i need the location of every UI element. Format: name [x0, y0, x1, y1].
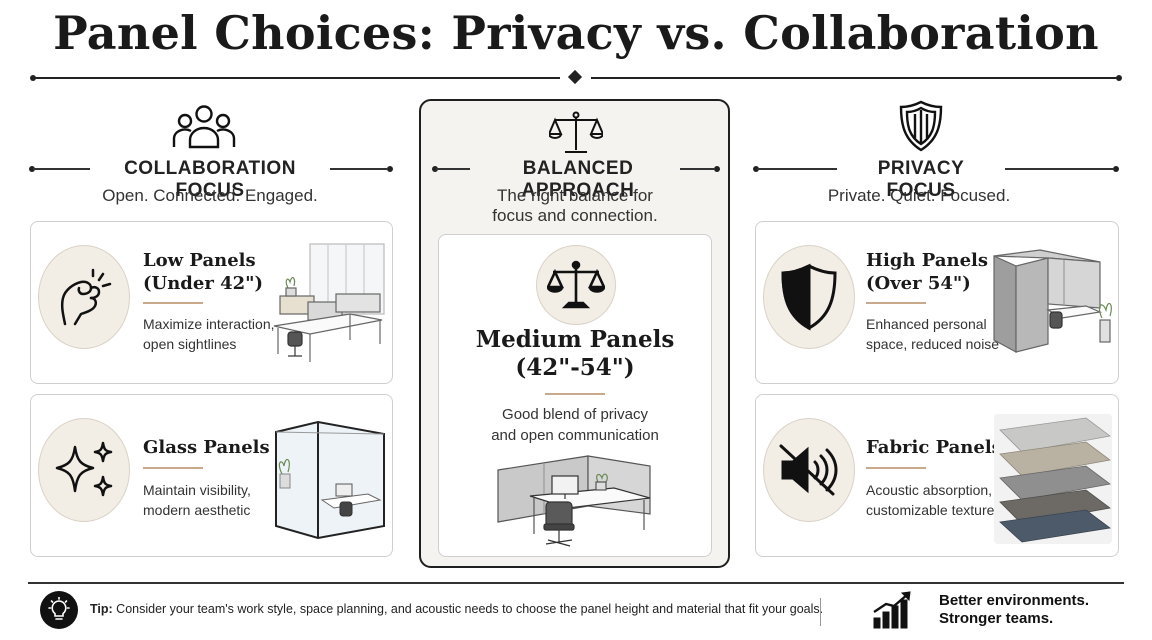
medium-panels-title: Medium Panels (42"-54") — [475, 326, 675, 381]
medium-panels-illustration — [494, 452, 656, 557]
tagline: Better environments. Stronger teams. — [939, 592, 1090, 627]
glass-panels-illustration — [268, 414, 388, 545]
card-accent-line — [143, 467, 203, 469]
fabric-panels-description: Acoustic absorption, customizable textur… — [866, 482, 1002, 518]
heading-rule — [680, 168, 714, 170]
page-title: Panel Choices: Privacy vs. Collaboration — [53, 6, 1099, 60]
fabric-panels-title: Fabric Panels — [866, 437, 1002, 458]
glass-panels-description: Maintain visibility, modern aesthetic — [143, 482, 251, 518]
card-accent-line — [866, 467, 926, 469]
shield-icon — [781, 263, 837, 331]
medium-panels-badge — [536, 245, 616, 325]
shield-icon — [899, 100, 943, 157]
balanced-subtitle: The right balance for focus and connecti… — [492, 186, 658, 225]
heading-rule — [33, 168, 90, 170]
collaboration-heading: COLLABORATION FOCUS — [124, 158, 296, 201]
privacy-heading: PRIVACY FOCUS — [877, 158, 965, 201]
fabric-panels-badge — [763, 418, 855, 522]
footer-rule — [28, 582, 1124, 584]
heading-rule — [757, 168, 837, 170]
medium-panels-description: Good blend of privacy and open communica… — [491, 406, 659, 444]
heading-dot — [714, 166, 720, 172]
scale-icon — [547, 260, 605, 309]
heading-rule — [1005, 168, 1113, 170]
sparkle-icon — [55, 441, 113, 497]
heading-dot — [29, 166, 35, 172]
people-group-icon — [172, 104, 236, 155]
heading-rule — [330, 168, 387, 170]
heading-dot — [432, 166, 438, 172]
lightbulb-icon — [40, 591, 78, 629]
heading-dot — [753, 166, 759, 172]
low-panels-description: Maximize interaction, open sightlines — [143, 316, 275, 352]
glass-panels-badge — [38, 418, 130, 522]
card-accent-line — [545, 393, 605, 395]
high-panels-badge — [763, 245, 855, 349]
low-panels-illustration — [270, 236, 388, 373]
high-panels-title: High Panels (Over 54") — [866, 250, 989, 294]
scale-icon — [547, 110, 605, 161]
low-panels-title: Low Panels (Under 42") — [143, 250, 264, 294]
rule-dot-left — [30, 75, 36, 81]
heading-dot — [1113, 166, 1119, 172]
collaboration-subtitle: Open. Connected. Engaged. — [102, 186, 318, 205]
card-accent-line — [143, 302, 203, 304]
bar-chart-growth-icon — [872, 590, 914, 635]
rule-dot-right — [1116, 75, 1122, 81]
title-rule-diamond — [567, 69, 583, 85]
glass-panels-title: Glass Panels — [143, 437, 270, 458]
privacy-subtitle: Private. Quiet. Focused. — [827, 186, 1011, 205]
title-rule-right — [591, 77, 1119, 79]
balanced-heading: BALANCED APPROACH — [521, 158, 635, 201]
card-accent-line — [866, 302, 926, 304]
fabric-swatches-illustration — [994, 414, 1112, 549]
heading-rule — [436, 168, 470, 170]
low-panels-badge — [38, 245, 130, 349]
title-rule-left — [34, 77, 560, 79]
high-panels-illustration — [990, 248, 1116, 361]
heading-dot — [387, 166, 393, 172]
tip-text: Tip: Consider your team's work style, sp… — [90, 602, 824, 616]
speaker-muted-icon — [779, 444, 838, 496]
hand-gesture-icon — [60, 268, 112, 326]
high-panels-description: Enhanced personal space, reduced noise — [866, 316, 1000, 352]
footer-separator — [820, 598, 821, 626]
